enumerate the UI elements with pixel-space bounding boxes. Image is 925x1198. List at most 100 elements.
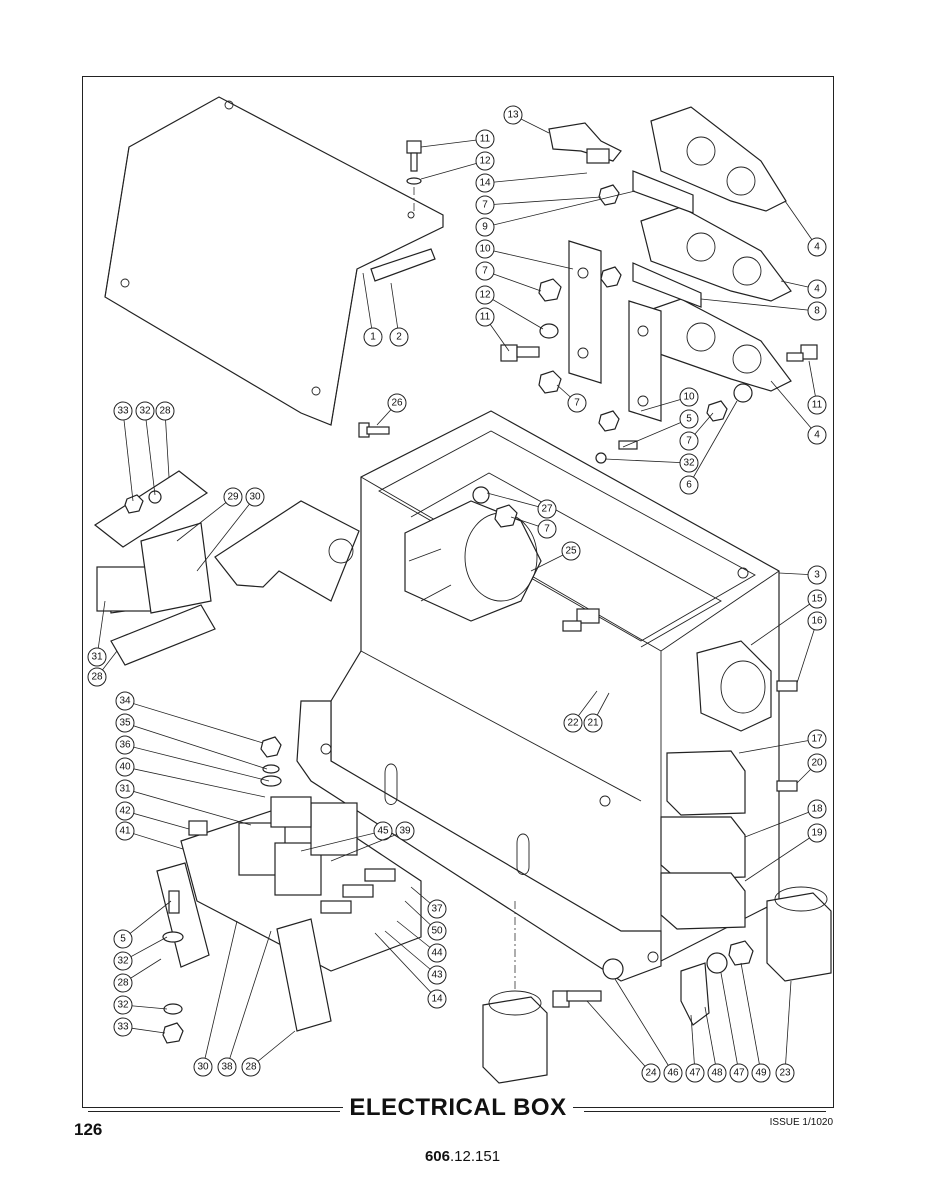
- callout-circle: [87, 647, 107, 667]
- callout-5a: 5: [622, 409, 699, 448]
- callout-16: 16: [796, 611, 827, 684]
- callout-circle: [807, 611, 827, 631]
- callout-circle: [223, 487, 243, 507]
- callout-label: 3: [814, 570, 820, 581]
- callout-label: 23: [779, 1068, 791, 1079]
- callout-label: 11: [480, 134, 491, 145]
- callout-31a: 31: [87, 600, 107, 667]
- callout-leader: [362, 272, 374, 338]
- callout-label: 24: [645, 1068, 657, 1079]
- callout-29: 29: [176, 487, 243, 542]
- callout-leader: [604, 458, 690, 464]
- callout-40: 40: [115, 757, 266, 798]
- callout-circle: [115, 757, 135, 777]
- callout-circle: [193, 1057, 213, 1077]
- callout-leader: [122, 900, 172, 940]
- callout-label: 36: [119, 740, 131, 751]
- callout-label: 12: [479, 156, 491, 167]
- callout-32c: 32: [113, 936, 168, 971]
- callout-circle: [583, 713, 603, 733]
- callout-label: 4: [814, 430, 820, 441]
- callout-7d: 7: [679, 412, 714, 451]
- callout-leader: [196, 496, 256, 572]
- callout-11a: 11: [420, 129, 495, 149]
- hardware-upper: [358, 184, 818, 464]
- callout-circle: [775, 1063, 795, 1083]
- callout-label: 12: [479, 290, 491, 301]
- callout-label: 13: [507, 110, 519, 121]
- callout-leader: [202, 920, 238, 1068]
- callout-label: 28: [117, 978, 129, 989]
- callout-label: 29: [227, 492, 239, 503]
- callout-label: 32: [117, 1000, 129, 1011]
- callout-circle: [113, 995, 133, 1015]
- callout-label: 43: [431, 970, 443, 981]
- callout-label: 7: [574, 398, 580, 409]
- callout-circle: [707, 1063, 727, 1083]
- callout-circle: [807, 729, 827, 749]
- callout-circle: [427, 943, 447, 963]
- callout-32b: 32: [135, 401, 156, 496]
- callout-31b: 31: [115, 779, 252, 826]
- callout-label: 35: [119, 718, 131, 729]
- callout-circle: [475, 307, 495, 327]
- callout-leader: [420, 138, 486, 148]
- callout-label: 8: [814, 306, 820, 317]
- callout-leader: [122, 410, 134, 502]
- callout-7a: 7: [475, 195, 602, 215]
- callout-label: 47: [689, 1068, 701, 1079]
- callout-circle: [807, 425, 827, 445]
- callout-leader: [744, 808, 818, 838]
- callout-circle: [363, 327, 383, 347]
- callout-circle: [751, 1063, 771, 1083]
- callout-label: 20: [811, 758, 823, 769]
- callout-25: 25: [530, 541, 581, 572]
- callout-circle: [475, 261, 495, 281]
- callout-leader: [784, 980, 792, 1074]
- part-code-bold: 606: [424, 1148, 450, 1165]
- relay-block: [156, 736, 422, 1044]
- contactor: [404, 486, 600, 632]
- callout-circle: [135, 401, 155, 421]
- callout-14a: 14: [475, 172, 588, 193]
- callout-circle: [685, 1063, 705, 1083]
- callout-circle: [395, 821, 415, 841]
- callout-14b: 14: [374, 932, 447, 1009]
- page-number: 126: [74, 1120, 103, 1139]
- callout-circle: [427, 965, 447, 985]
- callout-circle: [217, 1057, 237, 1077]
- page-title: ELECTRICAL BOX: [82, 1094, 834, 1122]
- part-code: 606.12.151: [0, 1148, 925, 1165]
- callout-46: 46: [614, 978, 683, 1083]
- connectors-17-19: [660, 750, 798, 930]
- callout-circle: [663, 1063, 683, 1083]
- callout-label: 7: [544, 524, 550, 535]
- callout-label: 37: [431, 904, 443, 915]
- callout-circle: [475, 151, 495, 171]
- title-rule-left: [88, 1111, 340, 1112]
- callout-label: 4: [814, 242, 820, 253]
- busbars: [568, 170, 702, 422]
- callout-label: 10: [479, 244, 491, 255]
- cover-screw: [406, 140, 422, 217]
- callout-label: 15: [811, 594, 823, 605]
- callout-label: 32: [117, 956, 129, 967]
- callout-leader: [300, 830, 384, 852]
- callout-circle: [561, 541, 581, 561]
- callout-6: 6: [679, 400, 738, 495]
- callout-label: 27: [541, 504, 553, 515]
- callout-label: 33: [117, 406, 129, 417]
- callout-circle: [475, 285, 495, 305]
- callout-13: 13: [503, 105, 550, 134]
- callout-15: 15: [750, 589, 827, 646]
- callout-label: 38: [221, 1062, 233, 1073]
- relay-bracket-upper: [93, 470, 216, 666]
- callout-leader: [124, 810, 190, 830]
- callout-label: 30: [249, 492, 261, 503]
- callout-leader: [700, 298, 818, 312]
- callout-circle: [537, 499, 557, 519]
- callout-label: 42: [119, 806, 131, 817]
- callout-circle: [113, 973, 133, 993]
- callout-label: 16: [811, 616, 823, 627]
- callout-leader: [176, 496, 234, 542]
